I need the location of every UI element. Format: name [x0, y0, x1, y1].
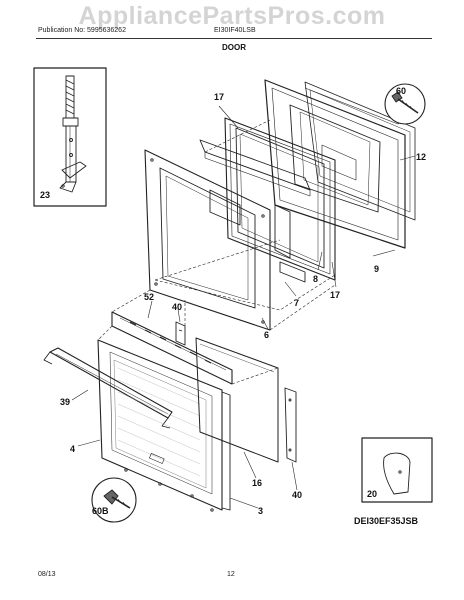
inner-glass — [195, 337, 279, 463]
inner-door-panel — [264, 79, 409, 249]
callout-17b: 17 — [330, 290, 340, 300]
callout-39: 39 — [60, 397, 70, 407]
callout-16: 16 — [252, 478, 262, 488]
footer-date: 08/13 — [38, 571, 56, 578]
footer-page-number: 12 — [227, 571, 235, 578]
callout-23: 23 — [40, 190, 50, 200]
callout-40b: 40 — [292, 490, 302, 500]
callout-60: 60 — [396, 86, 406, 96]
outer-door-panel — [97, 339, 223, 512]
bracket-upper — [175, 321, 186, 346]
callout-3: 3 — [258, 506, 263, 516]
callout-20: 20 — [367, 489, 377, 499]
section-title: DOOR — [222, 43, 246, 52]
callout-12: 12 — [416, 152, 426, 162]
hinge-detail-box — [33, 67, 107, 207]
callout-9: 9 — [374, 264, 379, 274]
callout-7: 7 — [294, 298, 299, 308]
publication-number: Publication No: 5995636262 — [38, 27, 126, 34]
variant-model-label: DEI30EF35JSB — [354, 516, 419, 526]
callout-17a: 17 — [214, 92, 224, 102]
callout-52: 52 — [144, 292, 154, 302]
detail-box-20 — [361, 437, 433, 503]
insulation-blocks — [199, 139, 311, 283]
watermark: AppliancePartsPros.com — [78, 2, 386, 30]
callout-40a: 40 — [172, 302, 182, 312]
bracket-lower — [284, 387, 297, 463]
callout-8: 8 — [313, 274, 318, 284]
model-number: EI30IF40LSB — [214, 27, 256, 34]
door-handle — [43, 347, 173, 429]
screw-60b-detail — [91, 477, 137, 523]
side-trim — [221, 391, 231, 511]
leader-lines — [71, 105, 416, 509]
inner-liner — [304, 81, 416, 221]
header-rule — [36, 38, 432, 39]
assembly-lines-lower — [97, 289, 279, 385]
callout-6: 6 — [264, 330, 269, 340]
callout-60b: 60B — [92, 506, 109, 516]
assembly-lines-upper — [154, 119, 336, 331]
screw-60-detail — [384, 83, 426, 125]
callout-4: 4 — [70, 444, 75, 454]
